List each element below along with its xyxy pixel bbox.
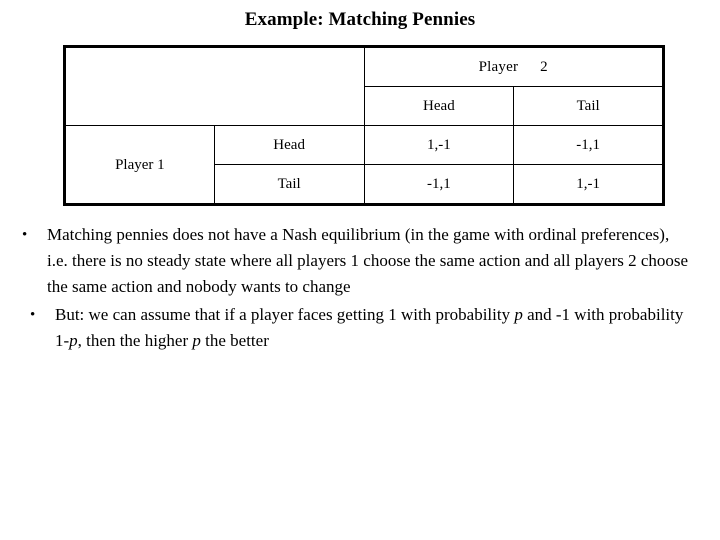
table-header-col-tail: Tail (513, 86, 664, 126)
bullet-text-segment: But: we can assume that if a player face… (55, 305, 515, 324)
table-header-player1: Player 1 (64, 125, 215, 205)
bullet-text-nash-equilibrium: Matching pennies does not have a Nash eq… (47, 225, 689, 296)
bullet-text-segment: the better (200, 331, 269, 350)
variable-p-1: p (514, 305, 523, 324)
table-corner-blank-cell (64, 46, 365, 126)
table-row-header-tail: Tail (213, 164, 365, 205)
table-row-head: Player 1 Head 1,-1 -1,1 (64, 125, 664, 205)
bullet-text-segment: , then the higher (77, 331, 193, 350)
payoff-cell-tail-head: -1,1 (363, 164, 515, 205)
table-row-player2-header: Player 2 (64, 46, 664, 126)
list-item: • But: we can assume that if a player fa… (30, 302, 694, 354)
payoff-table: Player 2 Head Tail Player 1 Head 1,-1 -1,… (63, 45, 665, 206)
bullet-point-icon: • (30, 307, 36, 323)
table-header-player2: Player 2 (363, 46, 664, 87)
variable-p-3: p (192, 331, 201, 350)
table-row-header-head: Head (213, 125, 365, 165)
payoff-cell-tail-tail: 1,-1 (513, 164, 664, 205)
bullet-list: • Matching pennies does not have a Nash … (0, 222, 720, 354)
variable-p-2: p (69, 331, 78, 350)
payoff-cell-head-tail: -1,1 (513, 125, 664, 165)
page-title: Example: Matching Pennies (244, 9, 476, 30)
payoff-matrix: Player 2 Head Tail Player 1 Head 1,-1 -1,… (63, 45, 665, 206)
table-row-tail: Tail -1,1 1,-1 (65, 164, 664, 205)
player2-label-text: Player (478, 59, 519, 75)
list-item: • Matching pennies does not have a Nash … (22, 222, 694, 300)
bullet-text-probability: But: we can assume that if a player face… (55, 302, 694, 354)
table-row-column-headers: Head Tail (65, 86, 664, 126)
payoff-cell-head-head: 1,-1 (363, 125, 515, 165)
bullet-point-icon: • (22, 227, 28, 243)
table-header-col-head: Head (363, 86, 515, 126)
bullet-text-segment: and -1 with probability 1- (55, 305, 684, 350)
player2-number-text: 2 (540, 59, 548, 75)
